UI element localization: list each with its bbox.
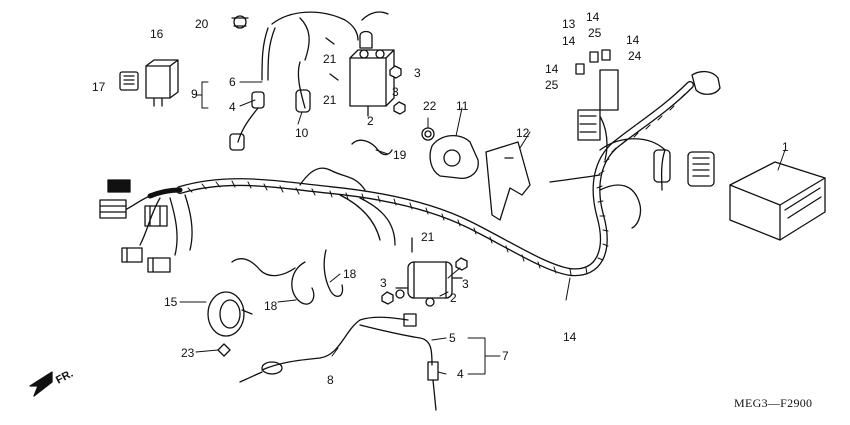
- callout-3: 3: [414, 66, 421, 80]
- callout-14: 14: [563, 330, 577, 344]
- callout-4: 4: [457, 367, 464, 381]
- horn: [207, 291, 253, 337]
- callout-17: 17: [92, 80, 106, 94]
- left-connectors: [99, 179, 171, 273]
- callout-22: 22: [423, 99, 437, 113]
- callout-1: 1: [782, 140, 789, 154]
- callout-11: 11: [456, 99, 469, 113]
- sub-harness-loops: [231, 249, 344, 305]
- callout-14: 14: [626, 33, 640, 47]
- ignition-coil-upper: [349, 30, 395, 117]
- high-tension-leads-upper: [229, 11, 389, 151]
- callout-15: 15: [164, 295, 178, 309]
- callout-5: 5: [449, 331, 456, 345]
- ignition-coil-lower: [395, 261, 463, 307]
- callout-18: 18: [343, 267, 357, 281]
- callout-4: 4: [229, 100, 236, 114]
- callout-21: 21: [323, 52, 337, 66]
- callout-2: 2: [367, 114, 374, 128]
- callout-10: 10: [295, 126, 309, 140]
- callout-25: 25: [545, 78, 559, 92]
- callout-21: 21: [421, 230, 435, 244]
- callout-6: 6: [229, 75, 236, 89]
- round-connector-lead: [653, 70, 721, 191]
- relays: [119, 59, 179, 107]
- callout-7: 7: [502, 349, 509, 363]
- ecm-unit: [687, 151, 826, 241]
- callout-24: 24: [628, 49, 642, 63]
- callout-18: 18: [264, 299, 278, 313]
- callout-23: 23: [181, 346, 195, 360]
- callout-19: 19: [393, 148, 407, 162]
- callout-9: 9: [191, 87, 198, 101]
- bracket-plate: [485, 141, 531, 221]
- callout-14: 14: [586, 10, 600, 24]
- high-tension-leads-lower: [239, 313, 439, 411]
- nuts: [381, 65, 468, 305]
- callout-25: 25: [588, 26, 602, 40]
- callout-16: 16: [150, 27, 164, 41]
- switch-assembly: [421, 127, 479, 179]
- small-parts: [217, 15, 619, 357]
- callout-14: 14: [562, 34, 576, 48]
- main-wire-harness: [124, 81, 694, 277]
- callout-3: 3: [392, 85, 399, 99]
- callout-21: 21: [323, 93, 337, 107]
- drawing-code: MEG3—F2900: [734, 396, 813, 410]
- callout-8: 8: [327, 373, 334, 387]
- leader-lines: [179, 81, 786, 375]
- callout-12: 12: [516, 126, 530, 140]
- callout-14: 14: [545, 62, 559, 76]
- callout-3: 3: [380, 276, 387, 290]
- callout-13: 13: [562, 17, 576, 31]
- front-direction-arrow: [29, 371, 53, 397]
- callout-20: 20: [195, 17, 209, 31]
- callout-3: 3: [462, 277, 469, 291]
- callout-2: 2: [450, 291, 457, 305]
